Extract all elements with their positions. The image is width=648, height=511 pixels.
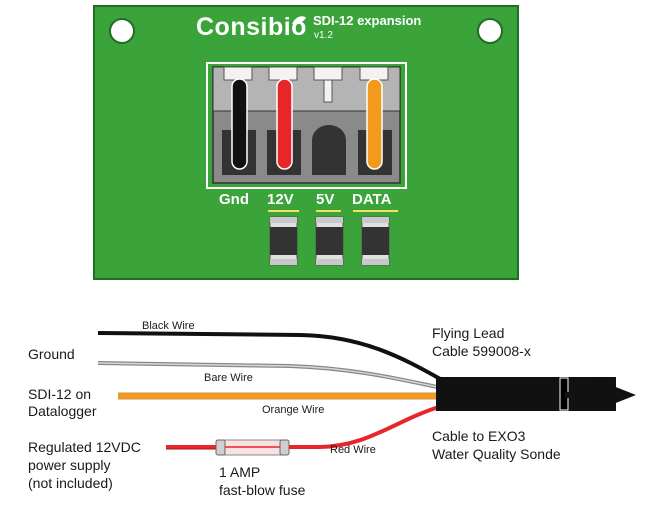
black-wire xyxy=(97,331,443,382)
label-sdi12-line2: Datalogger xyxy=(28,403,97,419)
label-ground: Ground xyxy=(28,346,75,362)
connector-black-wire xyxy=(231,78,248,170)
label-exo-line1: Cable to EXO3 xyxy=(432,428,526,444)
label-exo-line2: Water Quality Sonde xyxy=(432,446,561,462)
mounting-hole-left xyxy=(109,18,135,44)
red-wire xyxy=(166,404,443,449)
label-power-line3: (not included) xyxy=(28,475,113,491)
brand-leaf-icon xyxy=(292,16,306,25)
smd-component-1 xyxy=(269,216,298,266)
arrow-head-icon xyxy=(598,380,636,410)
bare-wire xyxy=(97,361,443,390)
mounting-hole-right xyxy=(477,18,503,44)
pin-label-12v: 12V xyxy=(267,191,294,208)
brand-logo-text: Consibio xyxy=(196,13,307,41)
label-power-line2: power supply xyxy=(28,457,111,473)
connector-orange-wire xyxy=(366,78,383,170)
product-version: v1.2 xyxy=(314,30,333,41)
label-flying-lead-line1: Flying Lead xyxy=(432,325,505,341)
pin-label-5v: 5V xyxy=(316,191,335,208)
smd-component-3 xyxy=(361,216,390,266)
label-fuse-line2: fast-blow fuse xyxy=(219,482,306,498)
label-red-wire: Red Wire xyxy=(330,444,376,456)
label-flying-lead-line2: Cable 599008-x xyxy=(432,343,531,359)
label-orange-wire: Orange Wire xyxy=(262,404,325,416)
connector-red-wire xyxy=(276,78,293,170)
connector-outline xyxy=(206,62,407,189)
bare-wire-highlight xyxy=(97,362,443,389)
fuse xyxy=(215,439,290,456)
label-black-wire: Black Wire xyxy=(142,320,195,332)
label-sdi12-line1: SDI-12 on xyxy=(28,386,92,402)
product-name: SDI-12 expansion xyxy=(313,13,422,28)
label-power-line1: Regulated 12VDC xyxy=(28,439,141,455)
smd-component-2 xyxy=(315,216,344,266)
pin-socket-5v xyxy=(312,66,346,175)
pin-label-gnd: Gnd xyxy=(219,191,249,208)
label-fuse-line1: 1 AMP xyxy=(219,464,261,480)
label-bare-wire: Bare Wire xyxy=(204,372,253,384)
pin-label-data: DATA xyxy=(352,191,392,208)
